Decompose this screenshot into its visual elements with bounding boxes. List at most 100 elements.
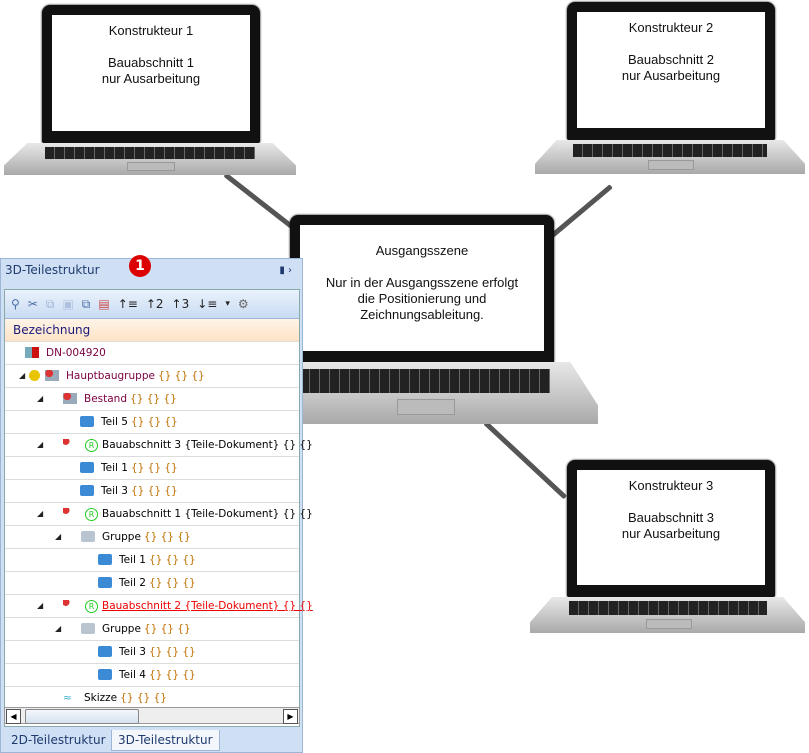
tree-item-name: Teil 3 [101, 485, 128, 497]
toolbar: ⚲ ✂ ⧉ ▣ ⧉ ▤ ↑≡ ↑2 ↑3 ↓≡ ▾ ⚙ [5, 290, 299, 319]
expand-all-icon[interactable]: ↓≡ [197, 297, 218, 311]
tree-row[interactable]: Teil 1{} {} {} [5, 457, 299, 480]
tree-item-label[interactable]: Skizze{} {} {} [84, 687, 167, 709]
tree-item-label[interactable]: Gruppe{} {} {} [102, 618, 191, 640]
tree-item-attributes: {} {} {} [148, 669, 196, 681]
toolbar-overflow-icon[interactable]: ▾ [225, 299, 230, 309]
pin-icon[interactable]: ▮ › [279, 265, 292, 276]
tree-item-label[interactable]: Hauptbaugruppe{} {} {} [66, 365, 205, 387]
tree-item-name: Hauptbaugruppe [66, 370, 155, 382]
tree-item-label[interactable]: Teil 4{} {} {} [119, 664, 196, 686]
tree-item-attributes: {} {} {} [130, 416, 178, 428]
horizontal-scrollbar[interactable]: ◀ ▶ [4, 707, 300, 724]
tree-row[interactable]: Teil 3{} {} {} [5, 480, 299, 503]
paste-special-icon[interactable]: ⧉ [81, 296, 91, 311]
tree-item-label[interactable]: Teil 5{} {} {} [101, 411, 178, 433]
tree-item-name: Teil 1 [119, 554, 146, 566]
part-icon [98, 646, 112, 657]
search-icon[interactable]: ⚲ [11, 297, 20, 311]
expand-toggle-icon[interactable]: ◢ [55, 532, 62, 541]
copy-icon[interactable]: ⧉ [45, 296, 55, 311]
part-icon [98, 669, 112, 680]
tree-item-attributes: {} {} {} [143, 623, 191, 635]
level-3-icon[interactable]: ↑3 [171, 297, 190, 311]
tree-item-name: DN-004920 [46, 347, 106, 359]
tree-row[interactable]: ◢ Hauptbaugruppe{} {} {} [5, 365, 299, 388]
section-icon [63, 439, 77, 450]
3d-teilestruktur-panel: 3D-Teilestruktur 1 ▮ › ⚲ ✂ ⧉ ▣ ⧉ ▤ ↑≡ ↑2… [0, 255, 313, 753]
laptop-konstrukteur-2: Konstrukteur 2 Bauabschnitt 2 nur Ausarb… [0, 0, 809, 180]
laptop-title: Konstrukteur 2 [628, 20, 714, 35]
tree-row[interactable]: Teil 2{} {} {} [5, 572, 299, 595]
tree-item-label[interactable]: R Bauabschnitt 3 {Teile-Dokument} {} {} [85, 434, 316, 456]
laptop-title: Ausgangsszene [375, 243, 469, 258]
tree-item-name: Skizze [84, 692, 118, 704]
laptop-konstrukteur-3: Konstrukteur 3 Bauabschnitt 3 nur Ausarb… [530, 460, 805, 633]
cut-icon[interactable]: ✂ [27, 297, 38, 311]
scroll-right-icon[interactable]: ▶ [283, 709, 298, 724]
tree-row[interactable]: Teil 3{} {} {} [5, 641, 299, 664]
tree-item-label[interactable]: Bestand{} {} {} [84, 388, 177, 410]
tree-item-name: Teil 4 [119, 669, 146, 681]
tree-item-attributes: {} {} {} [130, 485, 178, 497]
part-icon [80, 416, 94, 427]
reference-icon: R [85, 439, 98, 452]
expand-toggle-icon[interactable]: ◢ [19, 371, 26, 380]
tree-item-attributes: {} {} {} [148, 577, 196, 589]
tree-item-label[interactable]: Teil 2{} {} {} [119, 572, 196, 594]
column-header-bezeichnung[interactable]: Bezeichnung [5, 319, 299, 342]
tree-item-label[interactable]: Teil 1{} {} {} [119, 549, 196, 571]
scrollbar-thumb[interactable] [25, 709, 139, 724]
tab-2d-teilestruktur[interactable]: 2D-Teilestruktur [11, 733, 106, 747]
laptop-konstrukteur-1: Konstrukteur 1 Bauabschnitt 1 nur Ausarb… [0, 0, 300, 180]
part-icon [80, 462, 94, 473]
tree-item-attributes: {} {} {} [157, 370, 205, 382]
expand-toggle-icon[interactable]: ◢ [37, 394, 44, 403]
tab-3d-teilestruktur[interactable]: 3D-Teilestruktur [111, 730, 220, 751]
tree-item-name: Teil 3 [119, 646, 146, 658]
tree-row[interactable]: Teil 4{} {} {} [5, 664, 299, 687]
tree-item-name: Bauabschnitt 3 {Teile-Dokument} {} {} [102, 439, 313, 451]
tree-item-name: Teil 1 [101, 462, 128, 474]
tree-item-label[interactable]: Gruppe{} {} {} [102, 526, 191, 548]
scroll-left-icon[interactable]: ◀ [6, 709, 21, 724]
expand-toggle-icon[interactable]: ◢ [55, 624, 62, 633]
section-icon [63, 600, 77, 611]
paste-document-icon[interactable]: ▤ [98, 297, 110, 311]
expand-toggle-icon[interactable]: ◢ [37, 440, 44, 449]
laptop-text: Zeichnungsableitung. [360, 307, 484, 322]
laptop-ausgangsszene: Ausgangsszene Nur in der Ausgangsszene e… [252, 215, 598, 424]
document-icon [25, 347, 39, 358]
tree-row[interactable]: ◢ R Bauabschnitt 3 {Teile-Dokument} {} {} [5, 434, 313, 457]
expand-toggle-icon[interactable]: ◢ [37, 509, 44, 518]
tree-item-label[interactable]: Teil 3{} {} {} [119, 641, 196, 663]
tree-item-label[interactable]: DN-004920 [46, 342, 109, 364]
level-up-icon[interactable]: ↑≡ [117, 297, 138, 311]
panel-title: 3D-Teilestruktur [5, 263, 100, 277]
tree-item-label[interactable]: Teil 1{} {} {} [101, 457, 178, 479]
tree-row[interactable]: ◢ Gruppe{} {} {} [5, 618, 299, 641]
warning-icon [29, 370, 40, 381]
tree-item-name: Bestand [84, 393, 128, 405]
reference-icon: R [85, 508, 98, 521]
level-2-icon[interactable]: ↑2 [145, 297, 164, 311]
tree-item-attributes: {} {} {} [143, 531, 191, 543]
tree-row[interactable]: ◢ Bestand{} {} {} [5, 388, 299, 411]
tree-row[interactable]: Teil 5{} {} {} [5, 411, 299, 434]
gear-icon[interactable]: ⚙ [237, 297, 249, 311]
laptop-text: Bauabschnitt 3 [627, 510, 714, 525]
paste-icon[interactable]: ▣ [62, 297, 74, 311]
tree: DN-004920◢Hauptbaugruppe{} {} {}◢Bestand… [5, 342, 313, 710]
tree-row[interactable]: DN-004920 [5, 342, 299, 365]
tree-item-label[interactable]: Teil 3{} {} {} [101, 480, 178, 502]
tree-row[interactable]: Teil 1{} {} {} [5, 549, 299, 572]
expand-toggle-icon[interactable]: ◢ [37, 601, 44, 610]
tree-row[interactable]: ◢ Gruppe{} {} {} [5, 526, 299, 549]
tree-item-name: Gruppe [102, 531, 141, 543]
laptop-title: Konstrukteur 3 [628, 478, 714, 493]
tree-item-name: Bauabschnitt 2 {Teile-Dokument} {} {} [102, 600, 313, 612]
